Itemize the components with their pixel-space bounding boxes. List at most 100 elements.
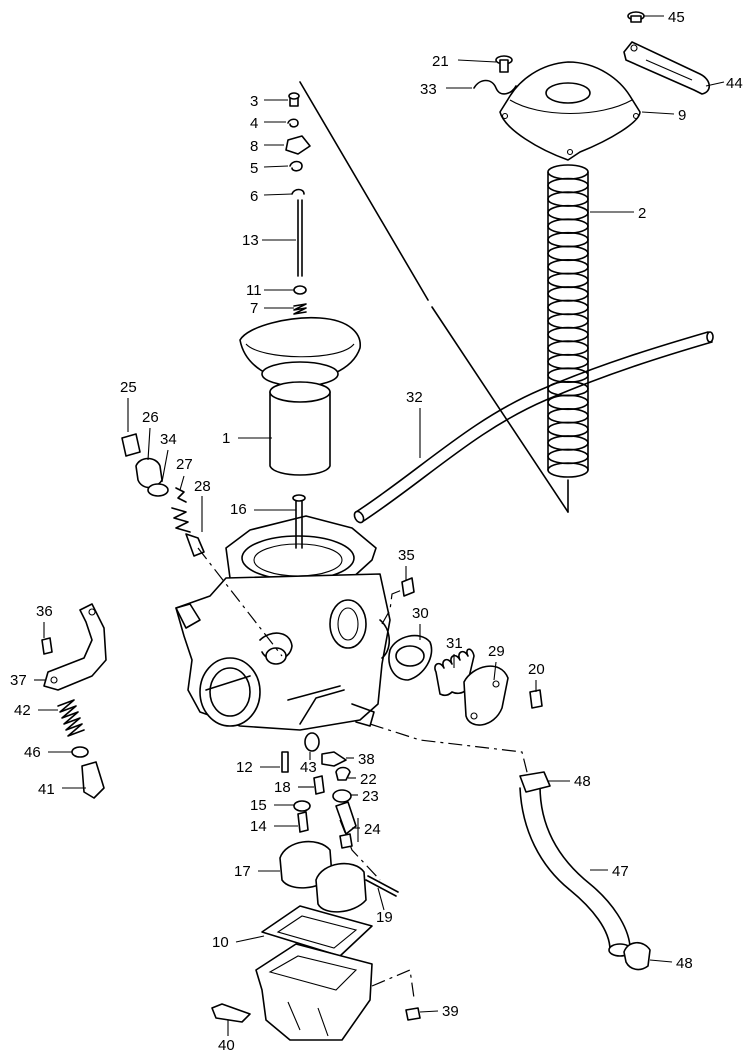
throttle-stop-screw-parts	[57, 699, 105, 799]
callout-30: 30	[412, 605, 429, 622]
spring-coil	[547, 435, 589, 451]
spring-coil	[547, 299, 589, 316]
jet-parts	[281, 732, 357, 849]
pilot-screw-parts	[121, 433, 205, 557]
screw-icon	[401, 577, 415, 597]
callout-10: 10	[212, 934, 229, 951]
callout-16: 16	[230, 501, 247, 518]
leader-line	[493, 661, 497, 681]
callout-13: 13	[242, 232, 259, 249]
assembly-line	[197, 547, 283, 657]
diaphragm-spring	[547, 164, 589, 478]
callout-20: 20	[528, 661, 545, 678]
callout-45: 45	[668, 9, 685, 26]
leader-line	[649, 959, 673, 963]
callout-2: 2	[638, 205, 646, 222]
callout-14: 14	[250, 818, 267, 835]
leader-line	[263, 193, 293, 196]
screw-icon	[495, 55, 513, 73]
callout-22: 22	[360, 771, 377, 788]
accelerator-pump-parts	[388, 634, 509, 726]
callout-44: 44	[726, 75, 743, 92]
spring-coil	[547, 286, 589, 302]
callout-12: 12	[236, 759, 253, 776]
callout-28: 28	[194, 478, 211, 495]
spring-coil	[547, 462, 589, 478]
callout-25: 25	[120, 379, 137, 396]
callout-27: 27	[176, 456, 193, 473]
spring-coil	[547, 272, 589, 289]
spring-coil	[547, 218, 589, 234]
leader-line	[419, 1010, 439, 1013]
spring-coil	[547, 204, 589, 221]
float-pin	[365, 875, 399, 897]
vent-hose	[353, 331, 714, 524]
callout-4: 4	[250, 115, 258, 132]
spring-coil	[547, 164, 589, 180]
callout-38: 38	[358, 751, 375, 768]
callout-29: 29	[488, 643, 505, 660]
assembly-line	[369, 723, 529, 777]
leader-line	[377, 887, 385, 911]
callout-19: 19	[376, 909, 393, 926]
callout-26: 26	[142, 409, 159, 426]
screw-icon	[529, 689, 543, 709]
callout-5: 5	[250, 160, 258, 177]
callout-32: 32	[406, 389, 423, 406]
spring-coil	[547, 231, 589, 248]
spring-coil	[547, 259, 589, 275]
callout-23: 23	[362, 788, 379, 805]
assembly-line	[371, 969, 415, 999]
callout-8: 8	[250, 138, 258, 155]
float-bowl	[255, 943, 373, 1041]
screw-icon	[211, 1003, 421, 1023]
leader-line	[235, 935, 265, 943]
spring-coil	[547, 367, 589, 383]
spring-coil	[547, 340, 589, 356]
leader-lines	[34, 15, 725, 1036]
callout-17: 17	[234, 863, 251, 880]
leader-line	[263, 165, 289, 168]
callout-39: 39	[442, 1003, 459, 1020]
callout-36: 36	[36, 603, 53, 620]
carburetor-body	[175, 494, 391, 731]
callout-3: 3	[250, 93, 258, 110]
callout-47: 47	[612, 863, 629, 880]
assembly-line	[381, 589, 403, 625]
callout-41: 41	[38, 781, 55, 798]
callout-33: 33	[420, 81, 437, 98]
throttle-stop-bracket	[623, 41, 711, 95]
callout-24: 24	[364, 821, 381, 838]
callout-9: 9	[678, 107, 686, 124]
callout-11: 11	[246, 282, 262, 299]
spring-coil	[547, 353, 589, 370]
callout-48-upper: 48	[574, 773, 591, 790]
assembly-guide-line	[299, 81, 569, 513]
callout-43: 43	[300, 759, 317, 776]
callout-35: 35	[398, 547, 415, 564]
spring-coil	[547, 326, 589, 343]
leader-line	[161, 449, 169, 483]
callout-7: 7	[250, 300, 258, 317]
leader-line	[179, 475, 185, 491]
throttle-cable-bracket	[41, 603, 107, 691]
spring-coil	[547, 408, 589, 424]
leader-line	[705, 81, 725, 87]
vacuum-piston-diaphragm	[239, 316, 361, 476]
spring-coil	[547, 448, 589, 465]
jet-needle-parts	[285, 92, 311, 315]
callout-21: 21	[432, 53, 449, 70]
callout-42: 42	[14, 702, 31, 719]
callout-18: 18	[274, 779, 291, 796]
carburetor-top-cap	[499, 61, 641, 161]
spring-coil	[547, 313, 589, 329]
fuel-hose	[519, 771, 651, 971]
callout-34: 34	[160, 431, 177, 448]
spring-coil	[547, 421, 589, 438]
screw-icon	[627, 11, 645, 23]
callout-15: 15	[250, 797, 267, 814]
spring-coil	[547, 191, 589, 207]
callout-40: 40	[218, 1037, 235, 1054]
